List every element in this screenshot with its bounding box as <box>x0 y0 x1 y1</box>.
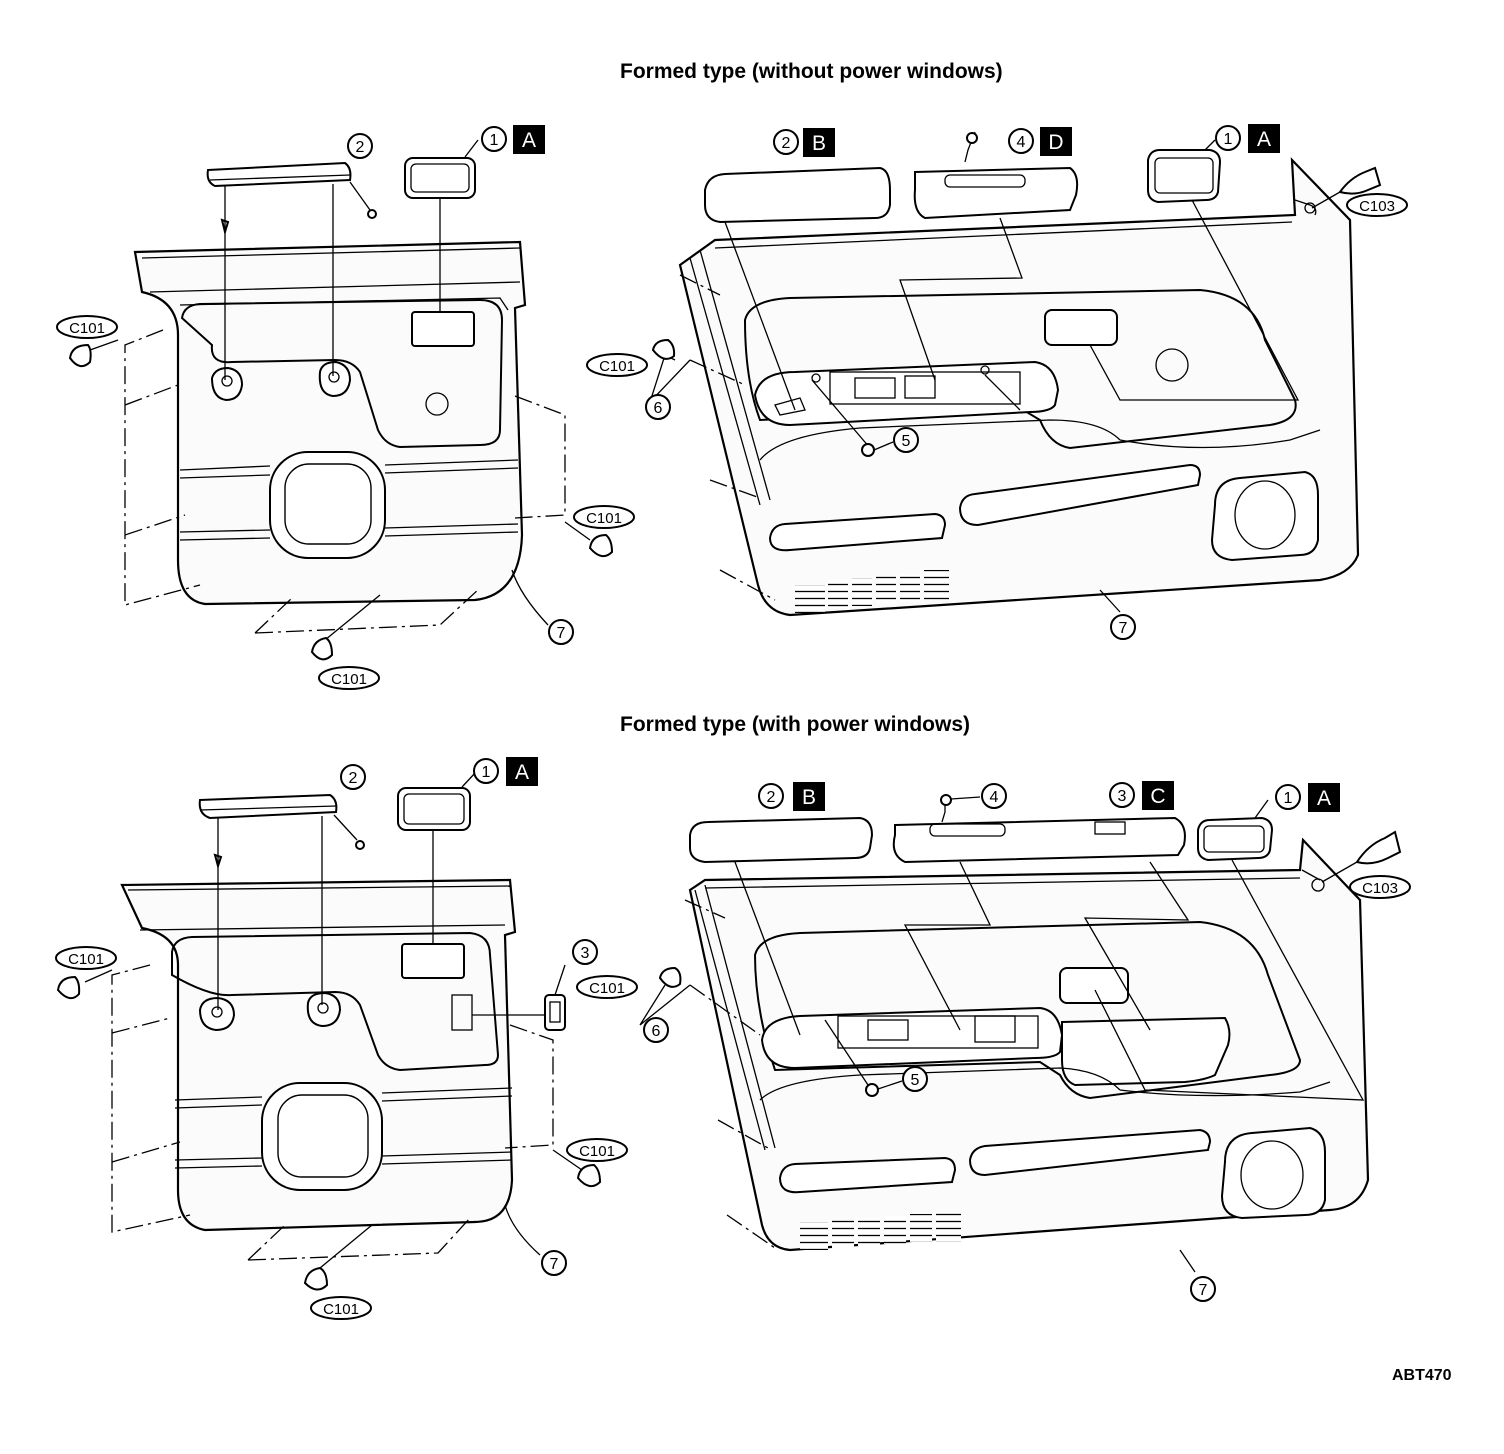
svg-text:1: 1 <box>1284 790 1293 807</box>
callout-1-tl: 1 <box>481 126 507 152</box>
clip-labels: C101 C101 C101 C101 C103 C101 C101 C101 … <box>55 193 1411 1320</box>
clip-label-c101-bl: C101 <box>55 946 117 970</box>
svg-text:C101: C101 <box>586 510 622 527</box>
callouts: 2 1 A 7 2 B 4 D 1 A 5 6 7 2 1 <box>340 124 1340 1302</box>
clip-leaders-bottom-right <box>639 899 1196 1273</box>
tag-C-br: C <box>1142 781 1174 810</box>
callout-7-tl: 7 <box>548 619 574 645</box>
svg-text:3: 3 <box>581 945 590 962</box>
svg-text:5: 5 <box>911 1072 920 1089</box>
callout-4-br: 4 <box>981 783 1007 809</box>
armrest-bottom-left <box>198 771 566 1031</box>
clip-label-c101-bl-bottom: C101 <box>310 1296 372 1320</box>
escutcheon-top-left <box>404 139 479 312</box>
clip-label-c103-br: C103 <box>1349 875 1411 899</box>
tag-A-bl: A <box>506 757 538 786</box>
svg-text:C101: C101 <box>69 320 105 337</box>
parts-bottom-right <box>689 794 1402 1101</box>
svg-text:2: 2 <box>782 135 791 152</box>
figure-id: ABT470 <box>1392 1367 1452 1384</box>
svg-text:1: 1 <box>1224 131 1233 148</box>
svg-text:A: A <box>1257 128 1271 151</box>
svg-text:A: A <box>515 761 529 784</box>
svg-text:C101: C101 <box>323 1301 359 1318</box>
callout-1-br: 1 <box>1275 784 1301 810</box>
tag-B-tr: B <box>803 128 835 157</box>
clip-leaders-bottom-left <box>56 964 602 1291</box>
front-door-trim-with-pw <box>688 837 1370 1252</box>
svg-text:C103: C103 <box>1362 880 1398 897</box>
svg-text:1: 1 <box>490 132 499 149</box>
svg-text:3: 3 <box>1118 788 1127 805</box>
clip-label-c101-bl-right: C101 <box>566 1138 628 1162</box>
clip-label-c101-tr: C101 <box>586 353 648 377</box>
heading-with-power-windows: Formed type (with power windows) <box>620 713 971 736</box>
tag-A-tr: A <box>1248 124 1280 153</box>
svg-text:2: 2 <box>356 139 365 156</box>
clip-leaders-top-left <box>89 329 591 641</box>
svg-text:2: 2 <box>349 770 358 787</box>
callout-1-bl: 1 <box>473 758 499 784</box>
callout-5-tr: 5 <box>893 427 919 453</box>
svg-text:C101: C101 <box>68 951 104 968</box>
svg-text:C101: C101 <box>331 671 367 688</box>
svg-text:2: 2 <box>767 789 776 806</box>
svg-text:7: 7 <box>1119 620 1128 637</box>
svg-text:C101: C101 <box>589 980 625 997</box>
svg-text:6: 6 <box>654 400 663 417</box>
clip-label-c101-tl-right: C101 <box>573 505 635 529</box>
callout-7-bl: 7 <box>541 1250 567 1276</box>
svg-text:C: C <box>1150 785 1165 808</box>
callout-3-br: 3 <box>1109 782 1135 808</box>
clip-label-c101-br: C101 <box>576 975 638 999</box>
callout-7-tr: 7 <box>1110 614 1136 640</box>
clip-label-c101-tl: C101 <box>56 315 118 339</box>
clip-icons-top <box>68 338 676 661</box>
callout-2-bl: 2 <box>340 764 366 790</box>
rear-door-trim-without-pw <box>133 240 527 606</box>
armrest-top-left <box>206 161 377 380</box>
clip-label-c103-tr: C103 <box>1346 193 1408 217</box>
svg-text:C103: C103 <box>1359 198 1395 215</box>
callout-6-br: 6 <box>643 1017 669 1043</box>
svg-text:C101: C101 <box>579 1143 615 1160</box>
tag-D-tr: D <box>1040 127 1072 156</box>
rear-door-trim-with-pw <box>120 878 517 1232</box>
svg-text:7: 7 <box>1199 1282 1208 1299</box>
callout-2-br: 2 <box>758 783 784 809</box>
tag-A-br: A <box>1308 783 1340 812</box>
svg-text:1: 1 <box>482 764 491 781</box>
tag-B-br: B <box>793 782 825 811</box>
svg-text:A: A <box>522 129 536 152</box>
heading-without-power-windows: Formed type (without power windows) <box>620 60 1003 83</box>
svg-text:7: 7 <box>550 1256 559 1273</box>
svg-text:B: B <box>812 132 826 155</box>
callout-5-br: 5 <box>902 1066 928 1092</box>
tag-A-tl: A <box>513 125 545 154</box>
callout-4-tr: 4 <box>1008 128 1034 154</box>
callout-6-tr: 6 <box>645 394 671 420</box>
clip-label-c101-tl-bottom: C101 <box>318 666 380 690</box>
svg-text:4: 4 <box>990 789 999 806</box>
callout-7-br: 7 <box>1190 1276 1216 1302</box>
svg-text:A: A <box>1317 787 1331 810</box>
svg-text:C101: C101 <box>599 358 635 375</box>
svg-text:4: 4 <box>1017 134 1026 151</box>
svg-text:D: D <box>1048 131 1063 154</box>
callout-2-tr: 2 <box>773 129 799 155</box>
svg-text:B: B <box>802 786 816 809</box>
front-door-trim-without-pw <box>678 157 1360 617</box>
callout-3-bl: 3 <box>572 939 598 965</box>
svg-text:6: 6 <box>652 1023 661 1040</box>
parts-top-right <box>704 131 1382 457</box>
svg-text:5: 5 <box>902 433 911 450</box>
svg-text:7: 7 <box>557 625 566 642</box>
callout-1-tr: 1 <box>1215 125 1241 151</box>
callout-2-tl: 2 <box>347 133 373 159</box>
